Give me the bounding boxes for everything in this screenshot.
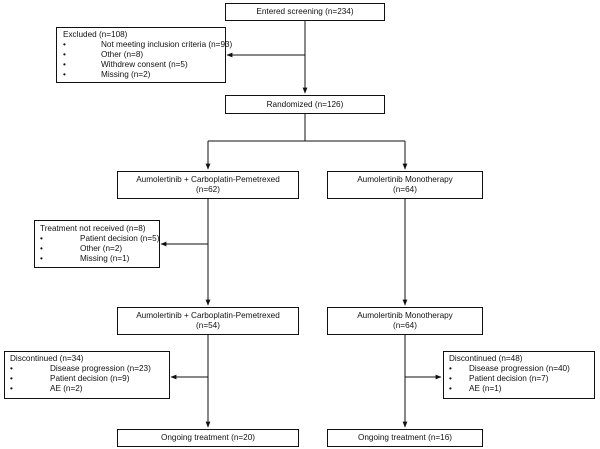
bullet-icon: • (10, 384, 13, 393)
combo-treated-box: Aumolertinib + Carboplatin-Pemetrexed (n… (117, 307, 299, 335)
list-item: •Withdrew consent (n=5) (63, 60, 188, 69)
mono-allocated-label: Aumolertinib Monotherapy (n=64) (357, 175, 453, 194)
combo-allocated-label: Aumolertinib + Carboplatin-Pemetrexed (n… (136, 175, 280, 194)
not-received-box: Treatment not received (n=8) •Patient de… (34, 220, 160, 268)
combo-treated-label: Aumolertinib + Carboplatin-Pemetrexed (n… (136, 311, 280, 330)
not-received-title: Treatment not received (n=8) (40, 224, 146, 233)
bullet-icon: • (40, 244, 43, 253)
bullet-icon: • (10, 374, 13, 383)
excluded-title: Excluded (n=108) (63, 30, 128, 39)
list-item: •Missing (n=1) (40, 254, 130, 263)
list-item: •Missing (n=2) (63, 70, 151, 79)
bullet-icon: • (449, 384, 452, 393)
mono-treated-label: Aumolertinib Monotherapy (n=64) (357, 311, 453, 330)
excluded-box: Excluded (n=108) •Not meeting inclusion … (56, 27, 233, 83)
list-item: •Disease progression (n=40) (449, 364, 570, 373)
list-item: •Disease progression (n=23) (10, 364, 151, 373)
list-item: •AE (n=1) (449, 384, 502, 393)
list-item: •Other (n=8) (63, 50, 144, 59)
randomized-label: Randomized (n=126) (266, 99, 344, 109)
combo-allocated-box: Aumolertinib + Carboplatin-Pemetrexed (n… (117, 171, 299, 199)
discontinued-combo-title: Discontinued (n=34) (10, 354, 84, 363)
bullet-icon: • (63, 50, 66, 59)
discontinued-mono-title: Discontinued (n=48) (449, 354, 523, 363)
list-item: •Patient decision (n=9) (10, 374, 130, 383)
ongoing-combo-label: Ongoing treatment (n=20) (161, 433, 255, 442)
ongoing-mono-label: Ongoing treatment (n=16) (358, 433, 452, 442)
discontinued-mono-list: •Disease progression (n=40) •Patient dec… (449, 364, 594, 394)
bullet-icon: • (40, 234, 43, 243)
bullet-icon: • (449, 374, 452, 383)
screening-label: Entered screening (n=234) (256, 7, 354, 16)
ongoing-mono-box: Ongoing treatment (n=16) (327, 429, 483, 447)
bullet-icon: • (63, 60, 66, 69)
mono-treated-box: Aumolertinib Monotherapy (n=64) (327, 307, 483, 335)
bullet-icon: • (63, 70, 66, 79)
discontinued-combo-list: •Disease progression (n=23) •Patient dec… (10, 364, 169, 394)
discontinued-combo-box: Discontinued (n=34) •Disease progression… (4, 351, 170, 399)
list-item: •Not meeting inclusion criteria (n=93) (63, 40, 233, 49)
mono-allocated-box: Aumolertinib Monotherapy (n=64) (327, 171, 483, 199)
randomized-box: Randomized (n=126) (225, 95, 385, 114)
list-item: •AE (n=2) (10, 384, 83, 393)
discontinued-mono-box: Discontinued (n=48) •Disease progression… (443, 351, 595, 399)
list-item: •Other (n=2) (40, 244, 123, 253)
list-item: •Patient decision (n=7) (449, 374, 549, 383)
screening-box: Entered screening (n=234) (225, 3, 385, 21)
bullet-icon: • (40, 254, 43, 263)
list-item: •Patient decision (n=5) (40, 234, 160, 243)
not-received-list: •Patient decision (n=5) •Other (n=2) •Mi… (40, 234, 159, 264)
excluded-list: •Not meeting inclusion criteria (n=93) •… (63, 40, 233, 80)
ongoing-combo-box: Ongoing treatment (n=20) (117, 429, 299, 447)
bullet-icon: • (449, 364, 452, 373)
bullet-icon: • (10, 364, 13, 373)
bullet-icon: • (63, 40, 66, 49)
